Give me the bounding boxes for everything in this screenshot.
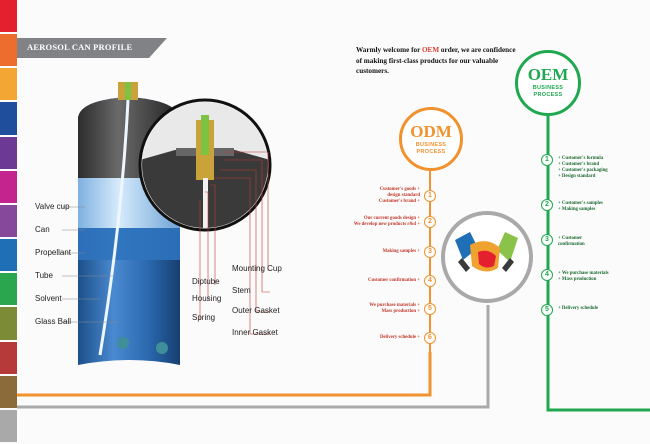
color-swatch [0, 273, 17, 306]
odm-step-number: 4 [424, 275, 436, 287]
oem-step-number: 3 [541, 234, 553, 246]
handshake-icon [455, 232, 518, 272]
odm-step-number: 5 [424, 303, 436, 315]
oem-title: OEM [527, 65, 569, 84]
odm-step-text: Our current goods design +We develop new… [353, 216, 420, 227]
section-header: AEROSOL CAN PROFILE [17, 38, 167, 58]
oem-badge: OEM BUSINESS PROCESS [515, 50, 581, 116]
odm-step-number: 2 [424, 216, 436, 228]
oem-step-number: 1 [541, 154, 553, 166]
label-stem: Stem [232, 286, 251, 295]
color-swatch [0, 239, 17, 272]
odm-step-text: Making samples + [382, 249, 420, 254]
color-swatch [0, 102, 17, 135]
odm-step-number: 1 [424, 190, 436, 202]
dip-tube [98, 99, 130, 356]
odm-step-text: Delivery schedule + [379, 335, 420, 340]
label-tube: Tube [35, 271, 53, 280]
label-solvent: Solvent [35, 294, 62, 303]
oem-step-text: + Customer's samples+ Making samples [558, 201, 603, 212]
color-swatch [0, 375, 17, 408]
label-can: Can [35, 225, 50, 234]
oem-subtitle-2: PROCESS [533, 92, 563, 98]
color-swatch [0, 68, 17, 101]
label-inner-gasket: Inner Gasket [232, 328, 278, 337]
odm-title: ODM [410, 122, 452, 141]
odm-subtitle-1: BUSINESS [415, 142, 447, 148]
label-spring: Spring [192, 313, 216, 322]
odm-step-text: Customer confirmation + [368, 278, 420, 283]
label-mounting-cup: Mounting Cup [232, 264, 282, 273]
label-outer-gasket: Outer Gasket [232, 306, 280, 315]
color-swatch [0, 204, 17, 238]
welcome-text: Warmly welcome for OEM order, we are con… [356, 45, 521, 77]
odm-badge: ODM BUSINESS PROCESS [399, 107, 463, 171]
label-housing: Housing [192, 294, 222, 303]
odm-step-number: 3 [424, 246, 436, 258]
oem-step-number: 2 [541, 199, 553, 211]
welcome-highlight: OEM [421, 46, 440, 54]
odm-step-text: We purchase materials +Mass production + [369, 303, 420, 314]
oem-subtitle-1: BUSINESS [532, 85, 564, 91]
color-swatch [0, 34, 17, 67]
oem-step-text: + Delivery schedule [558, 306, 599, 311]
color-swatch [0, 136, 17, 169]
oem-step-text: + Customer's formula+ Customer's brand+ … [558, 156, 608, 179]
oem-step-number: 4 [541, 269, 553, 281]
odm-step-number: 6 [424, 332, 436, 344]
label-glass-ball: Glass Ball [35, 317, 72, 326]
color-swatch [0, 307, 17, 340]
glass-ball [117, 337, 129, 349]
color-swatch [0, 409, 17, 442]
section-title: AEROSOL CAN PROFILE [27, 42, 133, 52]
oem-step-number: 5 [541, 304, 553, 316]
oem-step-text: + We purchase materials+ Mass production [558, 271, 609, 282]
label-propellant: Propellant [35, 248, 72, 257]
welcome-post: order, we are confidence of making first… [356, 46, 516, 75]
label-valve-cup: Valve cup [35, 202, 70, 211]
color-swatch [0, 0, 17, 33]
color-swatch [0, 170, 17, 203]
color-swatch [0, 341, 17, 374]
odm-subtitle-2: PROCESS [416, 149, 446, 155]
welcome-pre: Warmly welcome for [356, 46, 422, 54]
label-diptube: Diptube [192, 277, 220, 286]
